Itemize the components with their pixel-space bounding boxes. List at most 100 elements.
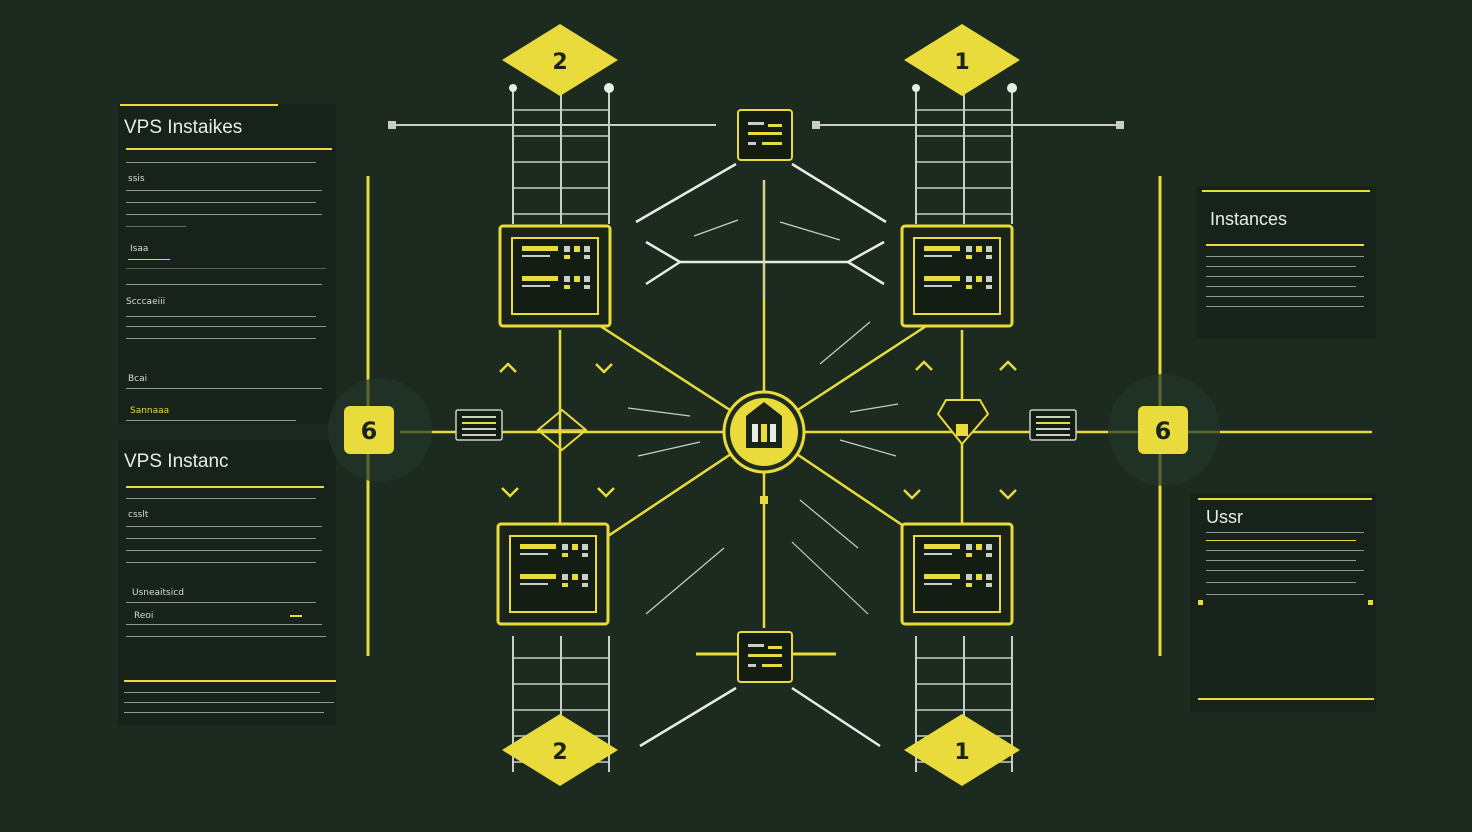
ladder-pin xyxy=(604,83,614,93)
config-card-top xyxy=(737,109,793,161)
left-panel-top-rule xyxy=(126,420,296,421)
right-panel-bottom-title: Ussr xyxy=(1206,507,1243,527)
ladder-pin xyxy=(1007,83,1017,93)
left-panel-bottom-rule xyxy=(126,636,326,637)
left-panel-bottom-rule xyxy=(126,538,316,539)
left-panel-bottom-rule xyxy=(126,602,316,603)
top-left-rail-end xyxy=(388,121,396,129)
top-right-rail-end xyxy=(1116,121,1124,129)
right-panel-bottom-rule xyxy=(1206,570,1364,571)
building-icon xyxy=(746,402,782,448)
right-panel-bottom-rule xyxy=(1206,550,1364,551)
badge-mid-left: 6 xyxy=(328,378,432,482)
left-panel-bottom-status-mark xyxy=(290,615,302,617)
ladder-pin xyxy=(509,84,517,92)
right-panel-top-rule xyxy=(1206,306,1364,307)
right-panel-top-accent-bar xyxy=(1202,190,1370,192)
right-panel-bottom-title-underline xyxy=(1206,540,1356,541)
right-panel-bottom-rule xyxy=(1206,560,1356,561)
left-panel-top-label-1: ssis xyxy=(128,174,145,184)
right-panel-top-title-underline xyxy=(1206,244,1364,246)
left-panel-top: VPS Instaikes ssis Isaa Scccaeiii Bcai S… xyxy=(118,104,336,424)
right-panel-top-rule xyxy=(1206,266,1356,267)
badge-top-left: 2 xyxy=(502,24,618,96)
left-panel-bottom-rule xyxy=(124,692,320,693)
central-hub xyxy=(722,390,806,474)
server-bottom-right xyxy=(900,522,1014,626)
left-panel-top-label-2: Isaa xyxy=(130,244,149,254)
left-panel-bottom-label-2: Usneaitsicd xyxy=(132,588,184,598)
left-panel-bottom-label-1: csslt xyxy=(128,510,149,520)
left-panel-bottom-rule xyxy=(124,702,334,703)
chevron-up-icon xyxy=(914,360,934,372)
left-panel-bottom-label-3: Reoi xyxy=(134,611,154,621)
left-panel-top-rule xyxy=(126,268,326,269)
ladder-top-left xyxy=(512,87,610,225)
left-panel-top-rule xyxy=(126,284,322,285)
left-panel-top-rule xyxy=(126,338,316,339)
badge-bottom-right-label: 1 xyxy=(954,740,969,765)
chevron-up-icon xyxy=(498,362,518,374)
server-top-left xyxy=(498,224,612,328)
right-panel-bottom-rule xyxy=(1206,582,1356,583)
switch-right xyxy=(1029,409,1077,441)
left-panel-bottom-title: VPS Instanc xyxy=(124,451,229,472)
left-panel-top-rule xyxy=(126,326,326,327)
right-panel-bottom-rule xyxy=(1206,532,1364,533)
badge-bottom-right: 1 xyxy=(904,714,1020,786)
shield-icon xyxy=(936,399,990,446)
diamond-node-icon xyxy=(536,408,588,452)
right-panel-top-rule xyxy=(1206,286,1356,287)
left-panel-bottom-rule xyxy=(126,526,322,527)
top-right-rail-start xyxy=(812,121,820,129)
chevron-up-icon xyxy=(998,360,1018,372)
badge-mid-right-label: 6 xyxy=(1155,417,1172,445)
ladder-top-right xyxy=(915,87,1013,225)
left-panel-bottom-rule xyxy=(126,624,322,625)
left-panel-top-rule xyxy=(126,226,186,227)
hub-junction xyxy=(760,496,768,504)
server-top-right xyxy=(900,224,1014,328)
badge-mid-right: 6 xyxy=(1108,374,1220,486)
left-panel-top-rule xyxy=(126,202,316,203)
left-panel-top-title-underline xyxy=(126,148,332,150)
badge-bottom-left-label: 2 xyxy=(552,740,567,765)
server-bottom-left xyxy=(496,522,610,626)
right-panel-top-rule xyxy=(1206,296,1364,297)
right-panel-top: Instances xyxy=(1196,186,1376,338)
left-panel-bottom-title-underline xyxy=(126,486,324,488)
right-panel-top-rule xyxy=(1206,256,1364,257)
badge-bottom-left: 2 xyxy=(502,714,618,786)
chevron-down-icon xyxy=(500,486,520,498)
right-panel-bottom-corner-right xyxy=(1368,600,1373,605)
left-panel-top-label-5: Sannaaa xyxy=(130,406,170,416)
left-panel-top-rule xyxy=(126,190,322,191)
left-panel-top-title: VPS Instaikes xyxy=(124,117,243,138)
left-panel-top-label-4: Bcai xyxy=(128,374,148,384)
right-panel-bottom-accent-bar xyxy=(1198,498,1372,500)
chevron-down-icon xyxy=(902,488,922,500)
left-panel-bottom: VPS Instanc csslt Usneaitsicd Reoi xyxy=(118,440,336,726)
thin-connectors xyxy=(627,180,899,615)
config-card-bottom xyxy=(737,631,793,683)
left-panel-top-rule xyxy=(126,316,316,317)
right-panel-bottom-rule xyxy=(1206,594,1364,595)
chevron-down-icon xyxy=(596,486,616,498)
left-panel-top-rule xyxy=(126,214,322,215)
left-panel-bottom-rule xyxy=(126,550,322,551)
left-panel-bottom-rule xyxy=(126,562,316,563)
left-panel-top-rule xyxy=(126,388,322,389)
left-panel-bottom-rule xyxy=(126,498,316,499)
left-panel-top-rule xyxy=(126,162,316,163)
badge-top-left-label: 2 xyxy=(552,50,567,75)
right-panel-bottom-footer-bar xyxy=(1198,698,1374,700)
right-panel-bottom: Ussr xyxy=(1190,494,1376,712)
chevron-down-icon xyxy=(998,488,1018,500)
left-panel-top-label-3: Scccaeiii xyxy=(126,297,166,307)
right-panel-top-rule xyxy=(1206,276,1364,277)
right-panel-top-title: Instances xyxy=(1210,209,1288,229)
switch-left xyxy=(455,409,503,441)
left-panel-top-accent-bar xyxy=(120,104,278,106)
